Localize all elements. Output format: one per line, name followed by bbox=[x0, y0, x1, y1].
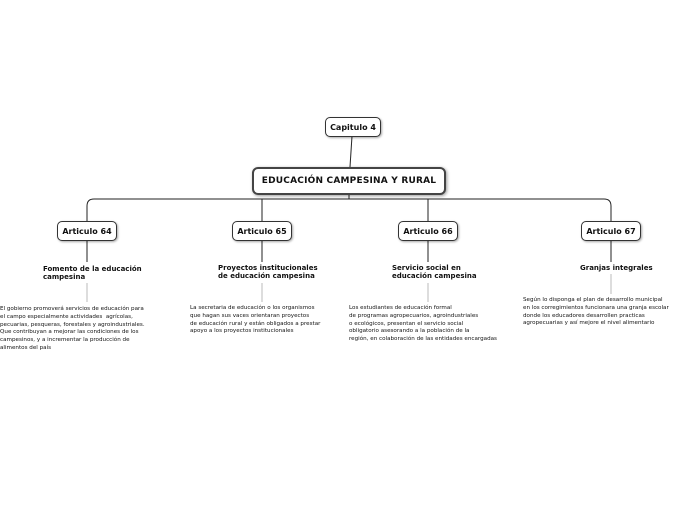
chapter-label: Capitulo 4 bbox=[330, 122, 376, 132]
article-64-label: Articulo 64 bbox=[62, 226, 112, 236]
article-67-label: Articulo 67 bbox=[586, 226, 636, 236]
article-65-topic: Proyectos institucionales de educación c… bbox=[218, 264, 318, 280]
article-64-description: El gobierno promoverá servicios de educa… bbox=[0, 306, 145, 351]
article-64-topic: Fomento de la educación campesina bbox=[43, 265, 142, 281]
chapter-node[interactable]: Capitulo 4 bbox=[325, 117, 381, 137]
article-67-node[interactable]: Articulo 67 bbox=[581, 221, 641, 241]
article-66-topic: Servicio social en educación campesina bbox=[392, 264, 477, 280]
article-67-description: Según lo disponga el plan de desarrollo … bbox=[523, 297, 669, 327]
article-65-label: Articulo 65 bbox=[237, 226, 287, 236]
chapter-connector bbox=[349, 135, 353, 168]
root-label: EDUCACIÓN CAMPESINA Y RURAL bbox=[261, 176, 437, 186]
root-node[interactable]: EDUCACIÓN CAMPESINA Y RURAL bbox=[252, 167, 446, 195]
article-65-node[interactable]: Articulo 65 bbox=[232, 221, 292, 241]
article-65-description: La secretaria de educación o los organis… bbox=[190, 305, 321, 335]
article-67-topic: Granjas integrales bbox=[580, 264, 653, 272]
article-66-node[interactable]: Articulo 66 bbox=[398, 221, 458, 241]
article-64-node[interactable]: Articulo 64 bbox=[57, 221, 117, 241]
article-66-label: Articulo 66 bbox=[403, 226, 453, 236]
article-66-description: Los estudiantes de educación formal de p… bbox=[349, 305, 497, 343]
branch-bar bbox=[86, 198, 612, 221]
